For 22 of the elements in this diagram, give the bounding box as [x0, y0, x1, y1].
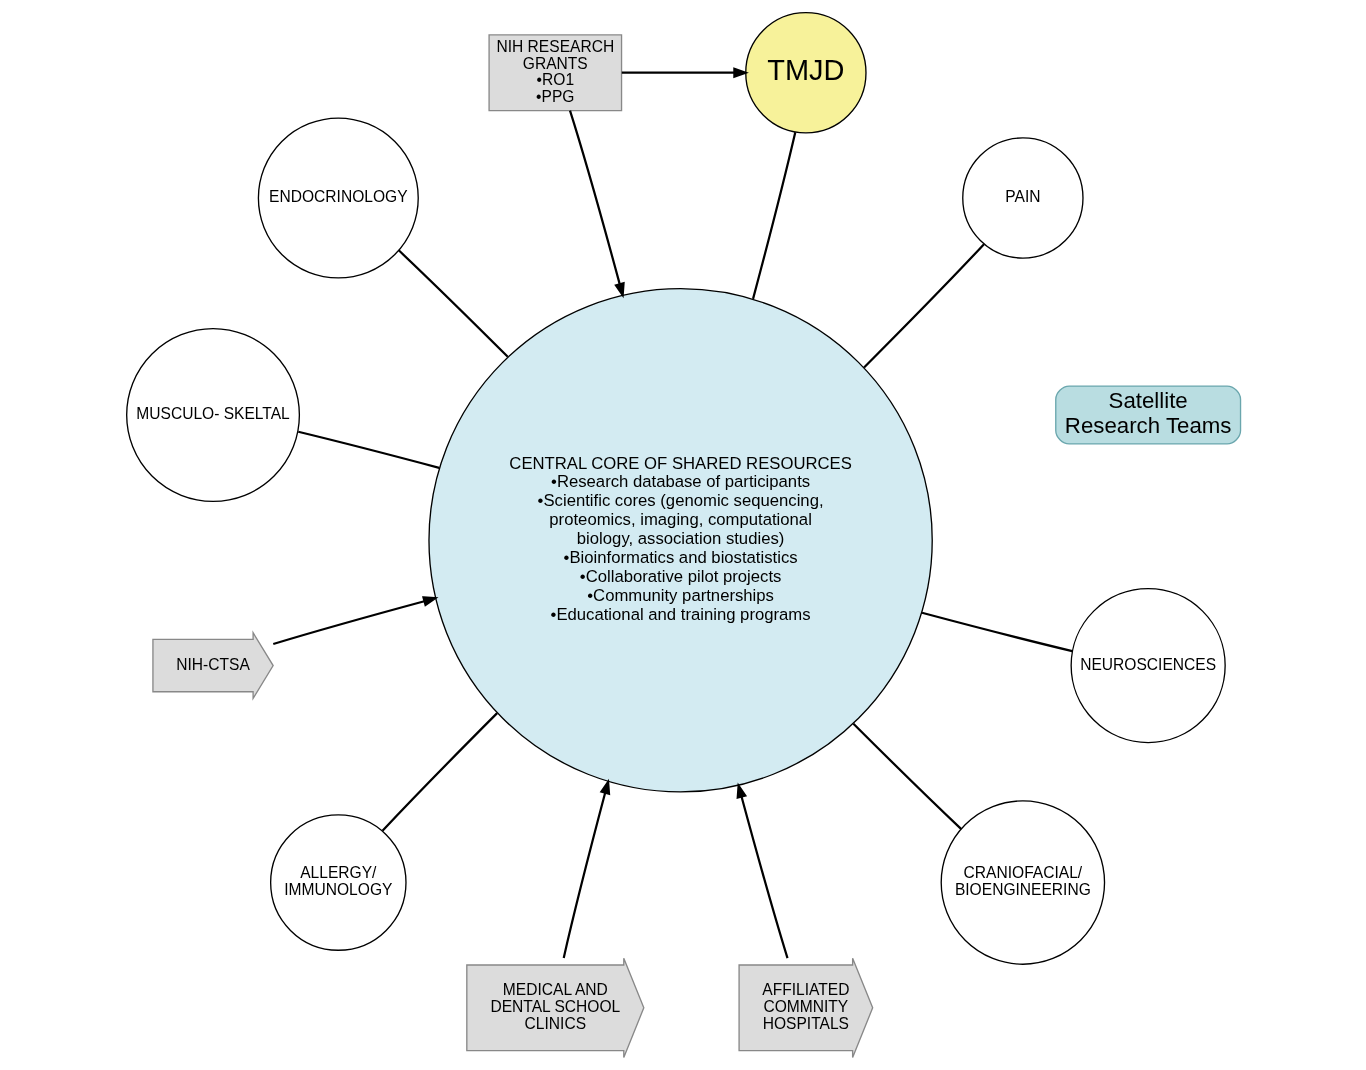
- arrow: [568, 110, 625, 299]
- node-circle: NEUROSCIENCES: [1070, 587, 1226, 744]
- arrow: [621, 67, 749, 79]
- connector: [397, 249, 509, 358]
- node-circle: PAIN: [961, 137, 1084, 259]
- arrow: [736, 782, 789, 959]
- node-circle: ENDOCRINOLOGY: [257, 117, 419, 279]
- connector: [921, 611, 1072, 653]
- connector: [862, 243, 985, 369]
- connector: [852, 722, 962, 830]
- node-box: Satellite Research Teams: [1054, 385, 1241, 445]
- node-circle: TMJD: [744, 11, 867, 134]
- connector: [297, 430, 439, 469]
- connector: [751, 131, 796, 300]
- node-box: NIH RESEARCH GRANTS •RO1 •PPG: [487, 34, 622, 112]
- arrow: [562, 778, 610, 959]
- node-circle: MUSCULO- SKELTAL: [125, 328, 300, 503]
- node-circle: CENTRAL CORE OF SHARED RESOURCES •Research database of participants •Scientific cores (genomic sequencing, proteomics, imaging, computational biology, association studies) •Bioinformatics and biostatistics •Collaborative pilot projects •Community partnerships •Educational and training programs: [427, 288, 933, 793]
- node-circle: ALLERGY/ IMMUNOLOGY: [269, 814, 407, 951]
- connector: [381, 712, 498, 832]
- arrow: [272, 596, 438, 645]
- node-circle: CRANIOFACIAL/ BIOENGINEERING: [940, 800, 1105, 965]
